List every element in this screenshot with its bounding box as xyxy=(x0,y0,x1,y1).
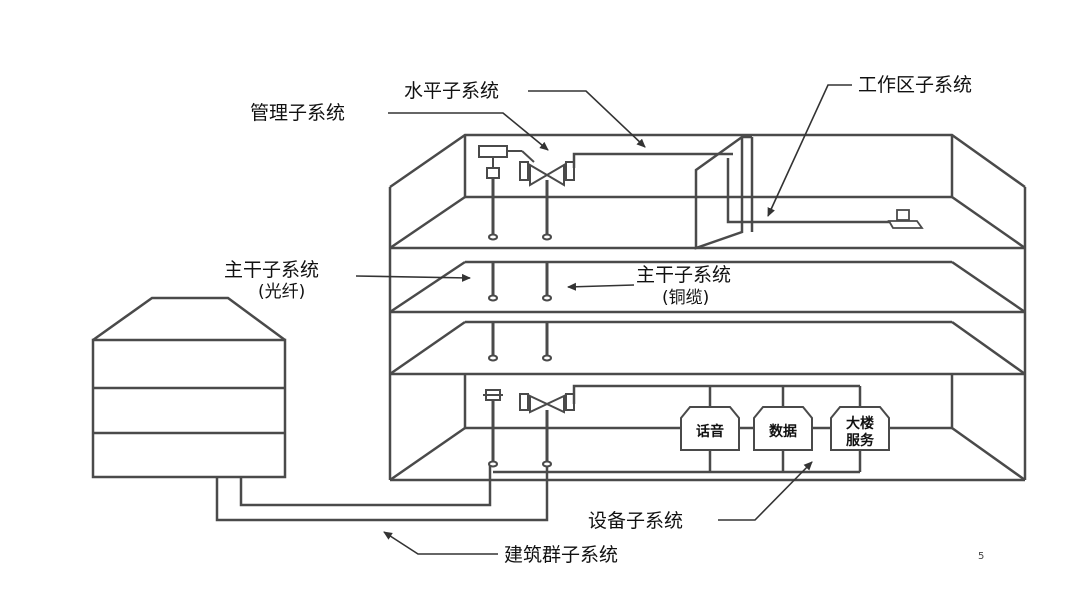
computer-icon xyxy=(887,209,924,229)
campus-subsystem-label: 建筑群子系统 xyxy=(504,544,618,566)
horizontal-cable xyxy=(572,152,733,168)
campus-building xyxy=(91,296,287,479)
building-service-label-line1: 大楼 xyxy=(846,415,874,432)
voice-equipment-box: 话音 xyxy=(680,406,740,451)
backbone-risers xyxy=(491,178,549,463)
data-label: 数据 xyxy=(769,423,797,440)
backbone-copper-label: 主干子系统 xyxy=(636,264,731,286)
campus-cable xyxy=(215,462,549,522)
work-area-subsystem-label: 工作区子系统 xyxy=(858,74,972,96)
building-service-equipment-box: 大楼 服务 xyxy=(830,406,890,451)
management-subsystem-label: 管理子系统 xyxy=(250,102,345,124)
ground-floor-patch-panel xyxy=(483,389,503,401)
work-area-partition xyxy=(694,134,890,250)
backbone-copper-sublabel: (铜缆) xyxy=(662,288,709,308)
callout-leaders xyxy=(355,84,852,555)
ground-floor-connector xyxy=(519,393,575,414)
riser-holes xyxy=(488,233,552,468)
backbone-fiber-label: 主干子系统 xyxy=(224,259,319,281)
building-service-label-line2: 服务 xyxy=(846,432,875,449)
page-number: 5 xyxy=(978,551,984,562)
backbone-fiber-sublabel: (光纤) xyxy=(258,282,305,302)
connector-icon xyxy=(519,161,575,187)
voice-label: 话音 xyxy=(696,423,724,440)
data-equipment-box: 数据 xyxy=(753,406,813,451)
equipment-subsystem-label: 设备子系统 xyxy=(588,510,683,532)
horizontal-subsystem-label: 水平子系统 xyxy=(404,80,499,102)
patch-panel-icon xyxy=(478,145,535,179)
